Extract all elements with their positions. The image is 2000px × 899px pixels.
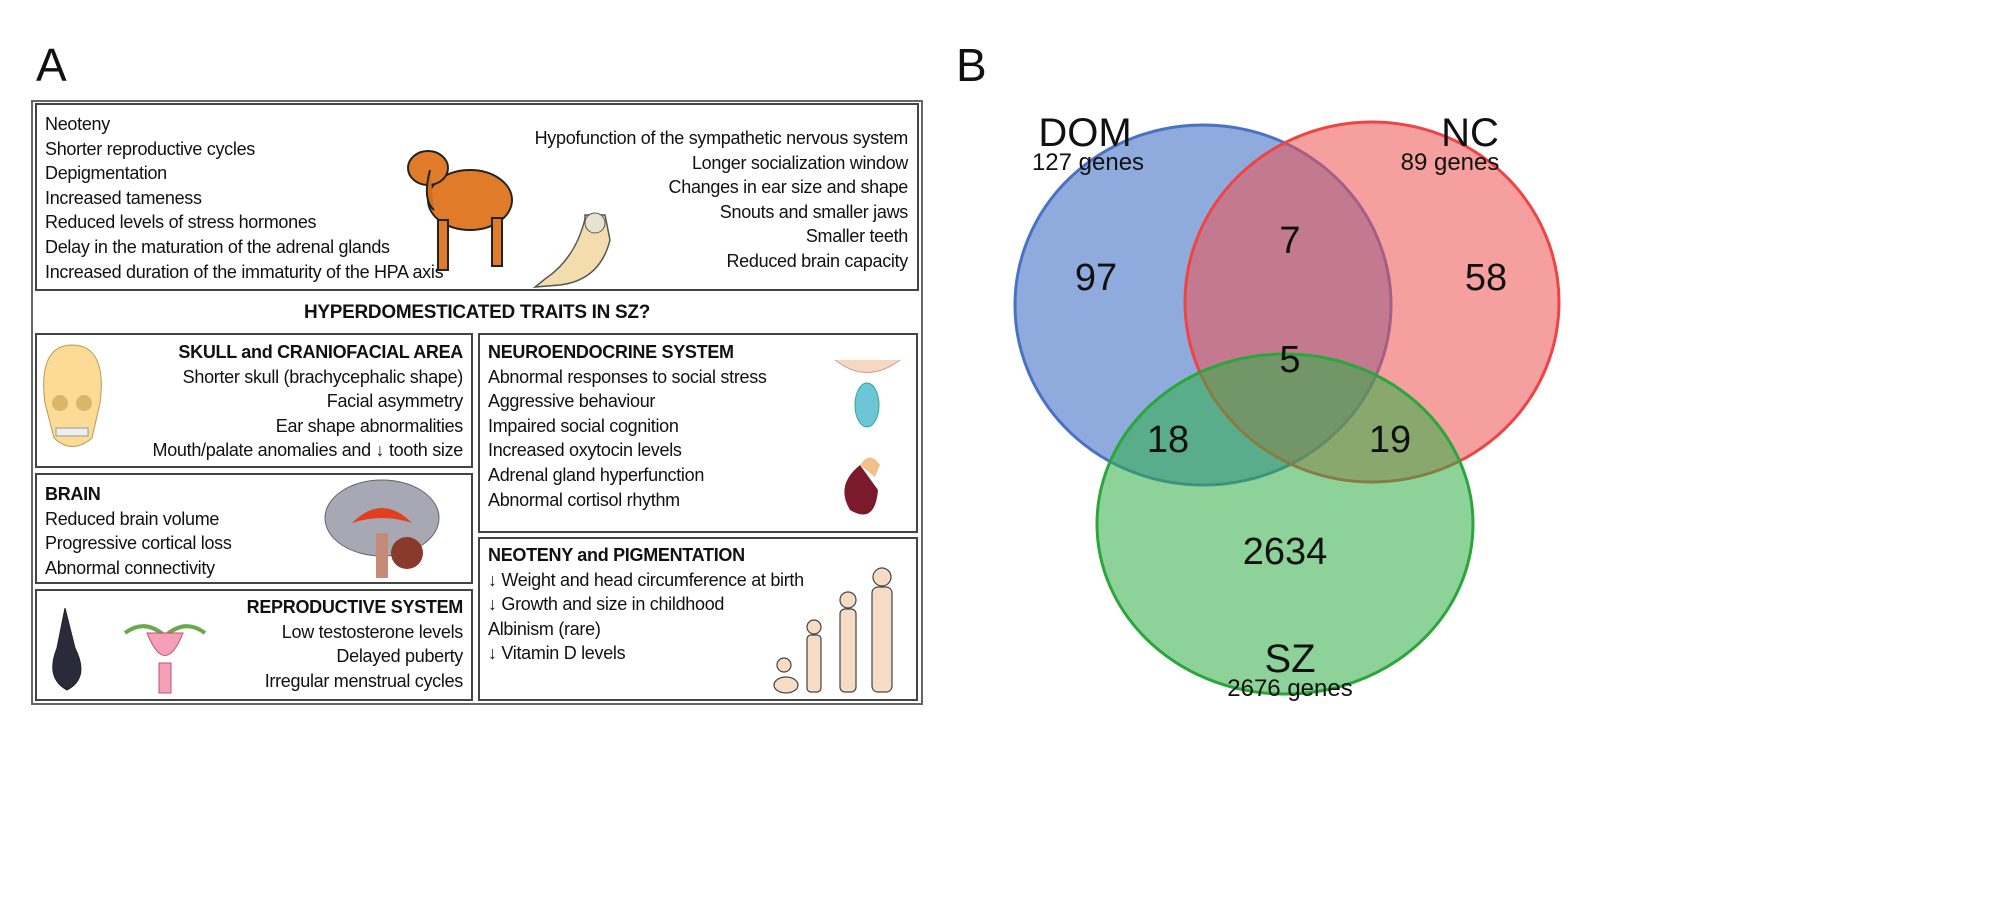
reproductive-illustration (52, 608, 207, 694)
region-dom-sz: 18 (1147, 419, 1189, 461)
nc-size: 89 genes (1401, 149, 1500, 176)
trait: Snouts and smaller jaws (719, 201, 909, 222)
trait: Depigmentation (45, 163, 167, 184)
trait: ↓ Weight and head circumference at birth (488, 569, 804, 590)
pituitary-adrenal-illustration (834, 359, 901, 515)
trait: Aggressive behaviour (488, 391, 656, 412)
sz-label: SZ (1264, 637, 1315, 681)
reproductive-text: REPRODUCTIVE SYSTEM Low testosterone lev… (200, 595, 464, 693)
skull-illustration (43, 344, 102, 447)
trait: Delayed puberty (336, 646, 463, 667)
trait: Abnormal cortisol rhythm (488, 489, 680, 510)
trait: Shorter skull (brachycephalic shape) (182, 366, 464, 387)
dom-label: DOM (1038, 111, 1131, 155)
sz-circle (1095, 352, 1475, 696)
trait: ↓ Vitamin D levels (488, 643, 626, 664)
skull-heading: SKULL and CRANIOFACIAL AREA (178, 342, 463, 362)
neuroendocrine-text: NEUROENDOCRINE SYSTEM Abnormal responses… (488, 340, 767, 512)
region-all: 5 (1279, 339, 1300, 381)
region-nc-sz: 19 (1369, 419, 1411, 461)
brain-heading: BRAIN (45, 484, 101, 504)
reproductive-heading: REPRODUCTIVE SYSTEM (246, 597, 464, 617)
trait: Reduced brain capacity (726, 250, 908, 271)
neuroendocrine-heading: NEUROENDOCRINE SYSTEM (488, 342, 734, 362)
neoteny-heading: NEOTENY and PIGMENTATION (488, 545, 745, 565)
neoteny-text: NEOTENY and PIGMENTATION ↓ Weight and he… (488, 543, 804, 666)
trait: Increased tameness (45, 187, 202, 208)
hyperdomestication-title: HYPERDOMESTICATED TRAITS IN SZ? (303, 302, 651, 323)
trait: Abnormal responses to social stress (488, 366, 767, 387)
sz-size: 2676 genes (1227, 675, 1352, 702)
trait: Changes in ear size and shape (668, 177, 909, 198)
trait: Albinism (rare) (488, 618, 601, 639)
trait: Progressive cortical loss (45, 533, 232, 554)
trait: Mouth/palate anomalies and ↓ tooth size (152, 440, 464, 461)
reproductive-box (35, 589, 473, 701)
dog-illustration (407, 150, 513, 271)
trait: Reduced brain volume (45, 508, 220, 529)
trait: ↓ Growth and size in childhood (488, 594, 725, 615)
trait: Increased duration of the immaturity of … (45, 261, 444, 282)
trait: Increased oxytocin levels (488, 440, 682, 461)
skull-text: SKULL and CRANIOFACIAL AREA Shorter skul… (120, 340, 464, 463)
trait: Reduced levels of stress hormones (45, 212, 317, 233)
trait: Irregular menstrual cycles (264, 670, 464, 691)
brain-illustration (324, 479, 440, 578)
trait: Shorter reproductive cycles (45, 138, 255, 159)
trait: Low testosterone levels (281, 621, 464, 642)
panel-a-label: A (36, 39, 67, 91)
trait: Hypofunction of the sympathetic nervous … (534, 128, 909, 148)
region-dom-only: 97 (1075, 257, 1117, 299)
trait: Impaired social cognition (488, 415, 679, 436)
region-nc-only: 58 (1465, 257, 1507, 299)
cat-illustration (532, 212, 611, 288)
trait: Smaller teeth (805, 226, 908, 247)
trait: Longer socialization window (691, 152, 908, 173)
dom-size: 127 genes (1032, 149, 1144, 176)
panel-b-label: B (956, 39, 987, 91)
trait: Adrenal gland hyperfunction (488, 464, 705, 485)
region-sz-only: 2634 (1243, 531, 1328, 573)
human-growth-illustration (773, 567, 893, 694)
region-dom-nc: 7 (1279, 220, 1300, 262)
trait: Ear shape abnormalities (275, 415, 464, 436)
trait: Neoteny (45, 114, 110, 134)
trait: Delay in the maturation of the adrenal g… (45, 236, 390, 257)
trait: Facial asymmetry (326, 391, 464, 412)
domestication-traits-right: Hypofunction of the sympathetic nervous … (488, 126, 909, 274)
nc-label: NC (1441, 111, 1499, 155)
domestication-traits-left: Neoteny Shorter reproductive cycles Depi… (45, 112, 444, 284)
skull-box (35, 333, 473, 468)
brain-text: BRAIN Reduced brain volume Progressive c… (45, 482, 232, 580)
trait: Abnormal connectivity (45, 557, 215, 578)
